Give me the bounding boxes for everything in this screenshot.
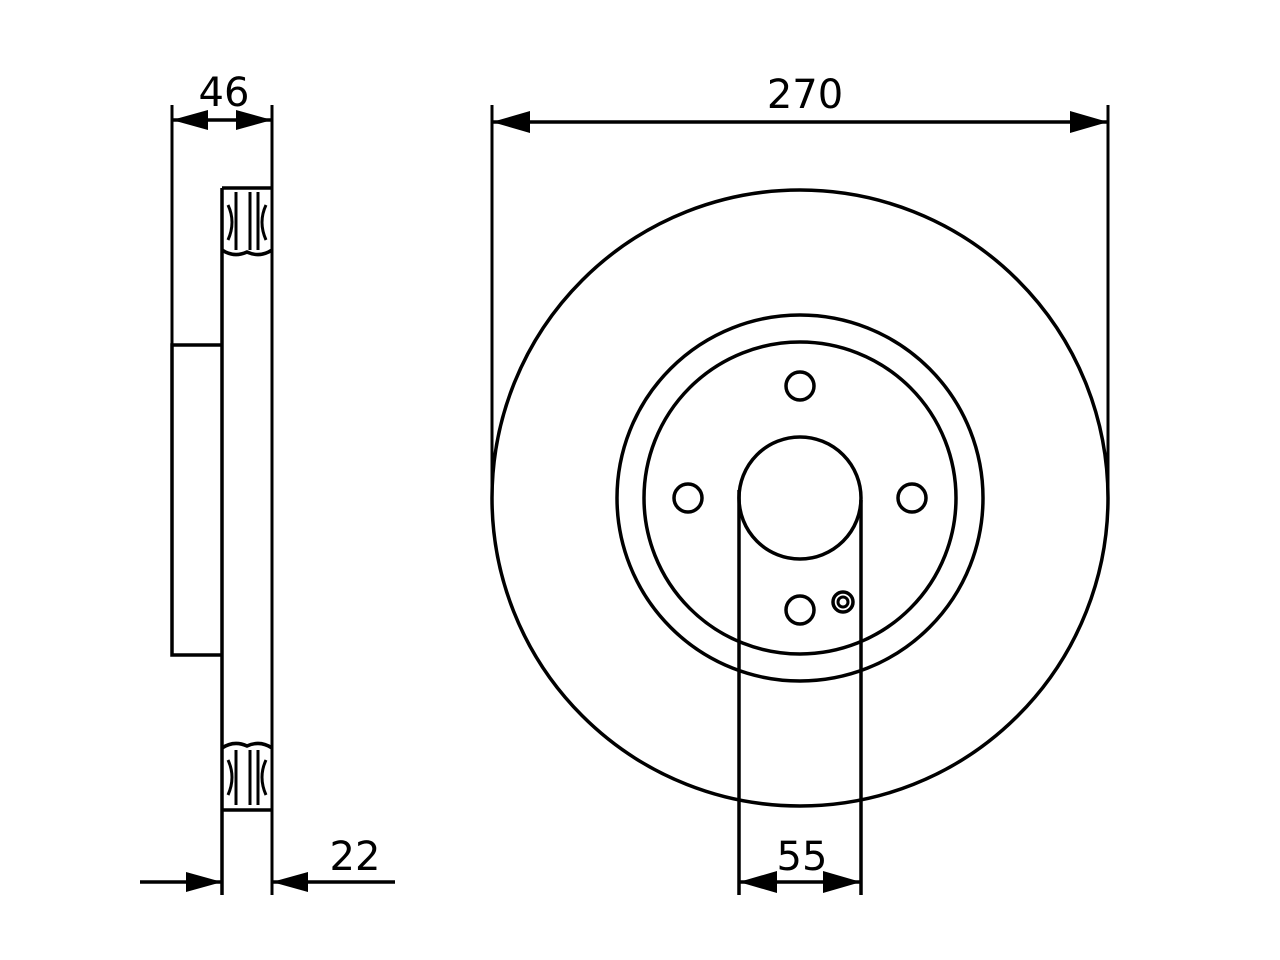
dimension-overall-width: 46 (172, 70, 272, 130)
arrow-head (492, 111, 530, 133)
arrow-head (823, 871, 861, 893)
locating-screw-hole (831, 590, 855, 614)
side-view-top-vent (221, 186, 273, 257)
hub-outer-circle (642, 340, 958, 656)
center-bore-circle (737, 435, 863, 561)
dimension-center-bore: 55 (737, 490, 863, 895)
bolt-hole (896, 482, 928, 514)
side-view-bottom-vent (221, 741, 273, 812)
bolt-holes (672, 370, 928, 626)
friction-ring-inner-circle (615, 313, 985, 683)
arrow-head (186, 872, 222, 892)
dimension-outer-diameter: 270 (490, 72, 1110, 498)
side-view-hub-outline (170, 343, 222, 657)
arrow-head (272, 872, 308, 892)
arrow-head (172, 110, 208, 130)
arrow-head (739, 871, 777, 893)
disc-outer-circle (490, 188, 1110, 808)
dimension-label-55: 55 (777, 834, 828, 880)
arrow-head (1070, 111, 1108, 133)
dimension-label-22: 22 (330, 834, 381, 880)
dimension-label-46: 46 (199, 70, 250, 116)
side-view: 46 22 (140, 70, 395, 895)
bolt-hole (784, 370, 816, 402)
bolt-hole (672, 482, 704, 514)
dimension-disc-thickness: 22 (140, 834, 395, 892)
bolt-hole (784, 594, 816, 626)
dimension-label-270: 270 (767, 72, 843, 118)
front-view: 270 55 (490, 72, 1110, 895)
arrow-head (236, 110, 272, 130)
